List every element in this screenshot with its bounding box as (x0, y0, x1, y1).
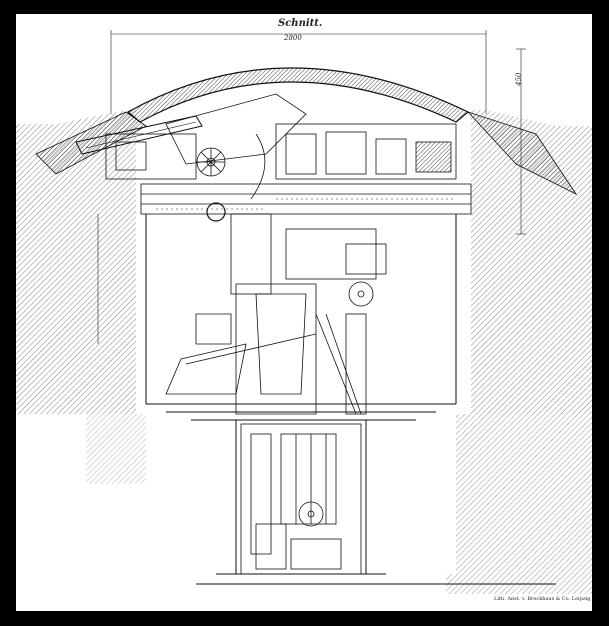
cupola-armour (126, 67, 470, 123)
training-gear-wheel (206, 202, 226, 222)
drawing-sheet: Schnitt. 2800 450 Lith. Anst. v. Brockha… (16, 14, 592, 611)
central-column (230, 213, 387, 415)
shaft-walls (145, 214, 457, 574)
ground-mass-lower-right (446, 414, 592, 594)
dimension-width-label: 2800 (284, 34, 302, 42)
dimension-lines (97, 30, 526, 344)
main-platform (146, 403, 456, 421)
lower-pit (236, 414, 366, 594)
glacis-ring-left (35, 111, 147, 175)
drawing-title: Schnitt. (278, 18, 323, 29)
glacis-ring-right (466, 111, 578, 196)
gun-carriage (105, 93, 307, 200)
dimension-height-label: 450 (515, 72, 523, 86)
ground-mass-lower-left (86, 414, 146, 484)
turret-cross-section-drawing (16, 30, 592, 594)
pit-floor (196, 573, 556, 585)
printer-credit: Lith. Anst. v. Brockhaus & Co. Leipzig (494, 596, 591, 602)
hoist-cradle (165, 313, 317, 395)
deck-rivet-row (156, 198, 456, 210)
gun-barrel (75, 115, 203, 155)
upper-deck (140, 123, 472, 215)
ground-mass-left (16, 110, 136, 414)
